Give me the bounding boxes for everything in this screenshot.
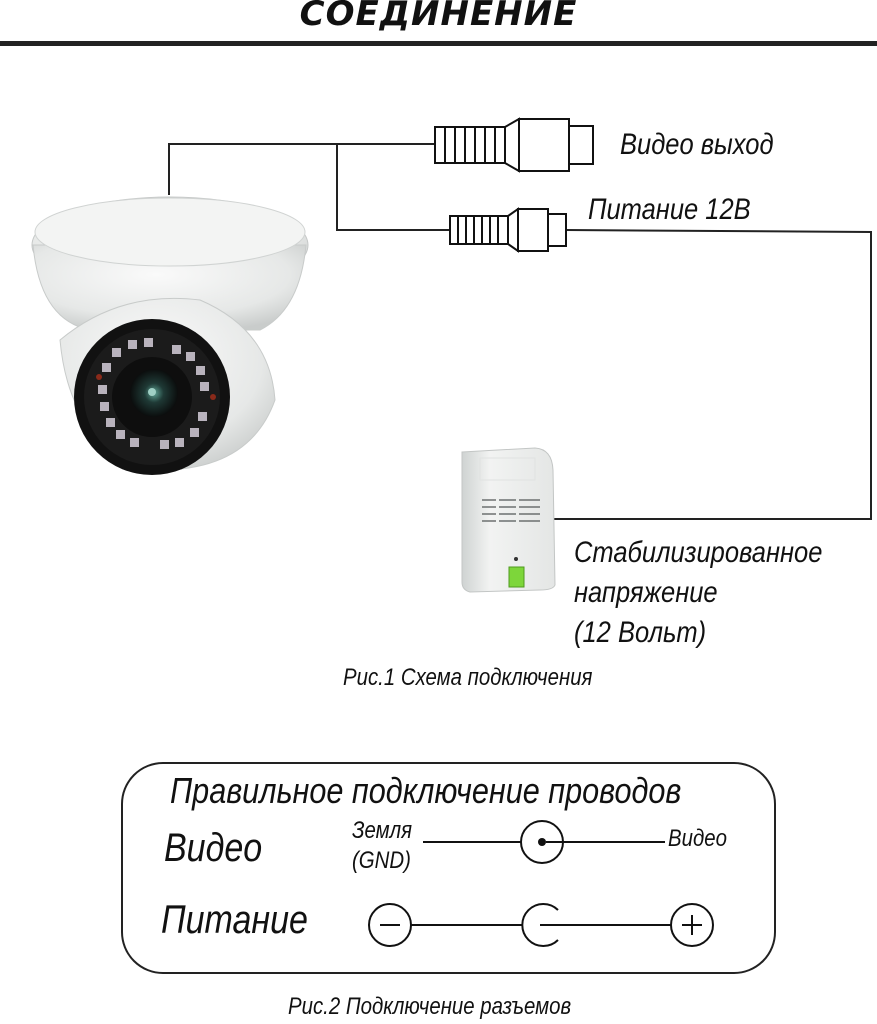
power-row-label: Питание: [161, 898, 308, 942]
psu-wire: [553, 229, 872, 520]
psu-label-line: напряжение: [574, 576, 718, 609]
psu-label-line: Стабилизированное: [574, 536, 823, 569]
power-connector-icon: [449, 207, 567, 253]
figure1-caption: Рис.1 Схема подключения: [343, 664, 593, 691]
ground-label-line: Земля: [352, 817, 413, 844]
terminal-block: [508, 566, 525, 588]
psu-label-line: (12 Вольт): [574, 616, 707, 649]
video-signal-label: Видео: [668, 825, 727, 852]
power-supply-image: [461, 447, 556, 593]
camera-wire: [168, 143, 435, 195]
power-12v-label: Питание 12В: [588, 193, 751, 226]
figure2-caption: Рис.2 Подключение разъемов: [288, 993, 572, 1020]
vent-slots: [482, 499, 540, 522]
ir-leds: [98, 338, 209, 449]
psu-label: Стабилизированное напряжение (12 Вольт): [574, 533, 822, 653]
page-title: СОЕДИНЕНИЕ: [299, 0, 578, 34]
ground-label: Земля (GND): [352, 816, 412, 876]
wiring: [168, 143, 872, 520]
panel-title: Правильное подключение проводов: [170, 770, 682, 811]
wiring-panel: [121, 762, 776, 974]
video-out-label: Видео выход: [620, 128, 774, 161]
ground-label-line: (GND): [352, 847, 411, 874]
power-branch-wire: [336, 144, 450, 231]
connector-pinout: [368, 820, 714, 947]
video-row-label: Видео: [164, 826, 263, 870]
video-connector-icon: [434, 117, 594, 173]
dome-camera-image: [31, 196, 309, 475]
power-jack-icon: [521, 903, 559, 947]
title-underline: [0, 41, 877, 46]
